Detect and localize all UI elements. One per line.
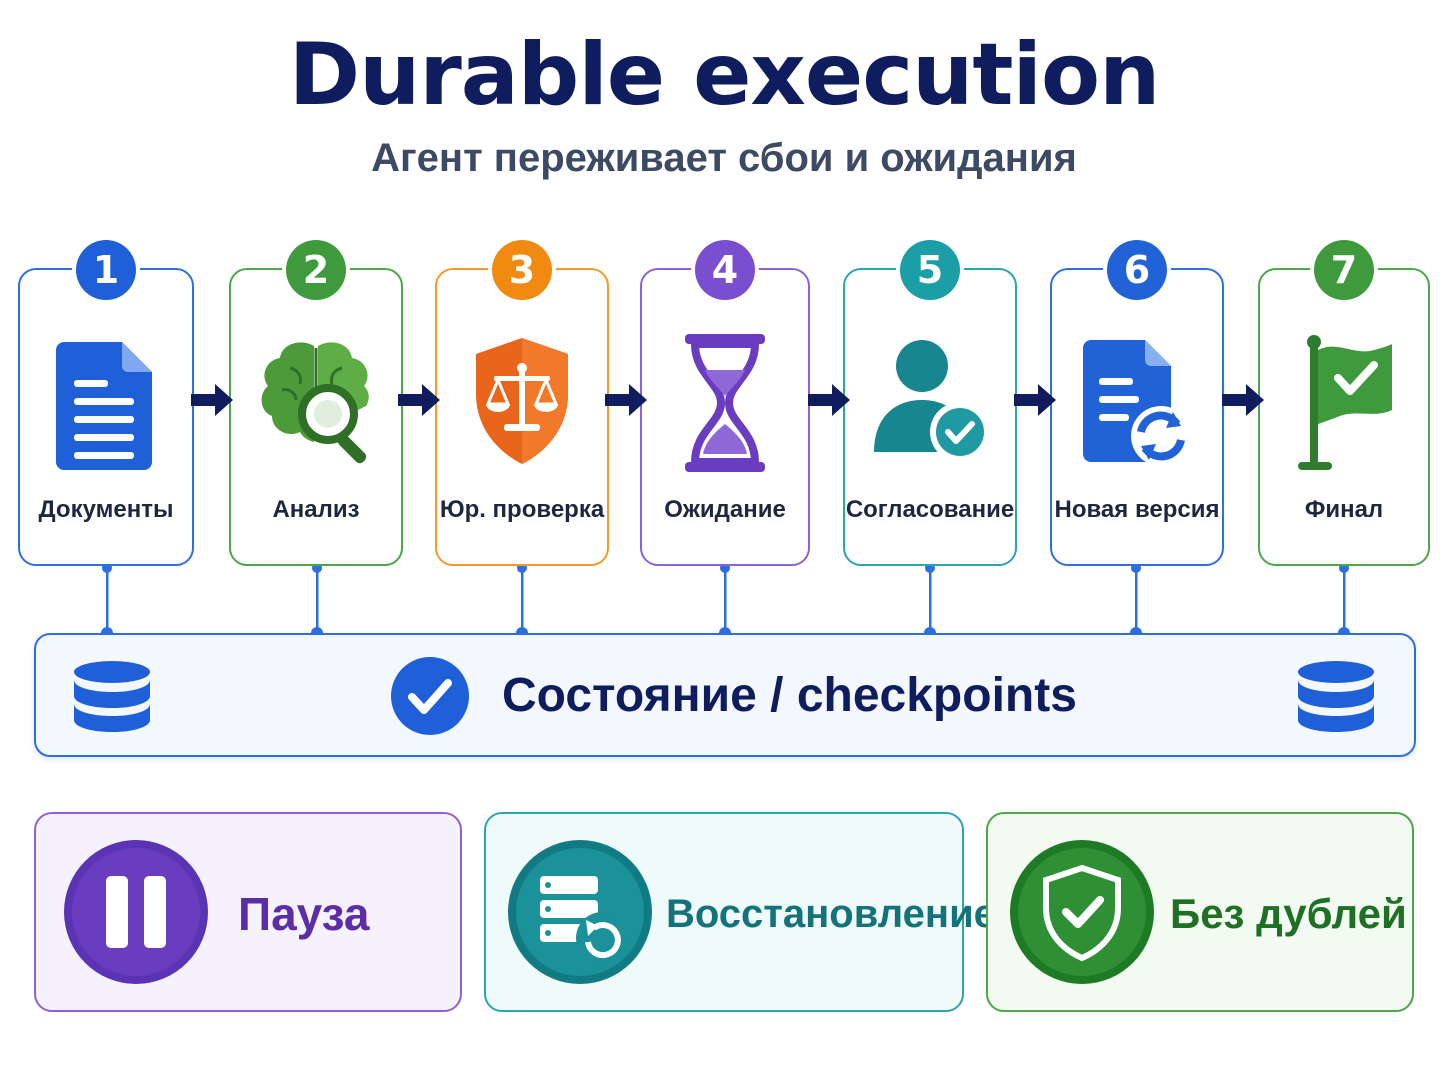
arrow-right-icon	[1014, 384, 1056, 416]
step-card-waiting: 4 Ожидание	[640, 240, 810, 566]
arrow-right-icon	[808, 384, 850, 416]
finish-flag-icon	[1298, 335, 1392, 470]
step-card-analysis: 2 Анализ	[229, 240, 403, 566]
step-number-badge: 3	[492, 240, 552, 300]
feature-label: Восстановление	[666, 892, 996, 936]
feature-card-no-duplicates: Без дублей	[986, 812, 1414, 1012]
step-number-badge: 4	[695, 240, 755, 300]
shield-check-icon	[1010, 840, 1154, 984]
step-label: Анализ	[272, 496, 360, 523]
page-title: Durable execution	[288, 25, 1161, 125]
step-connector	[1130, 566, 1142, 639]
step-connector	[1338, 566, 1350, 639]
hourglass-icon	[685, 334, 765, 472]
step-number-badge: 1	[76, 240, 136, 300]
step-number-badge: 5	[900, 240, 960, 300]
step-card-new-version: 6 Новая версия	[1050, 240, 1224, 566]
user-approve-icon	[874, 340, 990, 462]
step-label: Согласование	[845, 496, 1015, 523]
step-card-approval: 5 Согласование	[843, 240, 1017, 566]
step-card-legal-check: 3 Юр. проверка	[435, 240, 609, 566]
step-number-badge: 6	[1107, 240, 1167, 300]
step-number-badge: 2	[286, 240, 346, 300]
state-bar-label: Состояние / checkpoints	[502, 669, 1077, 722]
step-connector	[924, 566, 936, 639]
step-connector	[101, 566, 113, 639]
database-icon	[1298, 661, 1374, 732]
step-label: Ожидание	[664, 496, 786, 523]
document-refresh-icon	[1083, 340, 1191, 466]
step-label: Юр. проверка	[439, 496, 605, 523]
arrow-right-icon	[191, 384, 233, 416]
document-icon	[56, 342, 152, 470]
feature-label: Пауза	[238, 888, 370, 940]
step-connector	[311, 566, 323, 639]
step-connector	[516, 566, 528, 639]
pause-icon	[64, 840, 208, 984]
brain-search-icon	[261, 342, 369, 464]
step-card-documents: 1 Документы	[18, 240, 194, 566]
step-label: Новая версия	[1054, 496, 1220, 523]
arrow-right-icon	[1222, 384, 1264, 416]
legal-shield-icon	[476, 338, 568, 464]
step-label: Документы	[38, 496, 174, 523]
state-checkpoints-bar	[34, 633, 1416, 757]
step-connector	[719, 566, 731, 639]
feature-card-recovery: Восстановление	[484, 812, 996, 1012]
database-icon	[74, 661, 150, 732]
step-card-final: 7 Финал	[1258, 240, 1430, 566]
feature-card-pause: Пауза	[34, 812, 462, 1012]
feature-label: Без дублей	[1170, 890, 1407, 937]
arrow-right-icon	[605, 384, 647, 416]
page-subtitle: Агент переживает сбои и ожидания	[371, 136, 1077, 180]
server-restore-icon	[508, 840, 652, 984]
step-label: Финал	[1304, 496, 1384, 523]
check-circle-icon	[391, 657, 469, 735]
step-number-badge: 7	[1314, 240, 1374, 300]
arrow-right-icon	[398, 384, 440, 416]
